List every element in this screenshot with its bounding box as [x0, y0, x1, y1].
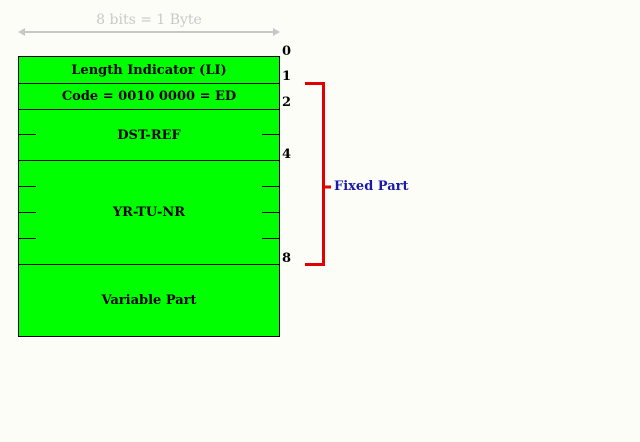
field-dst-ref: DST-REF	[117, 127, 181, 143]
byte-tick	[19, 134, 36, 135]
continuation-mark	[279, 292, 281, 306]
fixed-part-label: Fixed Part	[334, 179, 409, 194]
offset-label: 2	[282, 95, 292, 110]
byte-tick	[262, 186, 279, 187]
field-code: Code = 0010 0000 = ED	[61, 89, 237, 104]
byte-tick	[19, 238, 36, 239]
byte-tick	[19, 212, 36, 213]
separator	[19, 264, 279, 265]
field-variable-part: Variable Part	[101, 293, 197, 308]
byte-tick	[262, 212, 279, 213]
separator	[19, 109, 279, 110]
separator	[19, 83, 279, 84]
separator	[19, 160, 279, 161]
offset-label: 1	[282, 69, 292, 84]
packet-structure: Length Indicator (LI) Code = 0010 0000 =…	[18, 56, 280, 337]
byte-tick	[19, 186, 36, 187]
field-length-indicator: Length Indicator (LI)	[71, 62, 227, 78]
offset-label: 0	[282, 44, 292, 59]
byte-tick	[262, 134, 279, 135]
fixed-part-bracket	[305, 82, 331, 266]
field-yr-tu-nr: YR-TU-NR	[112, 205, 186, 220]
offset-label: 4	[282, 147, 292, 162]
width-arrow	[18, 28, 280, 36]
continuation-mark	[18, 292, 20, 306]
byte-tick	[262, 238, 279, 239]
offset-label: 8	[282, 251, 292, 266]
width-label: 8 bits = 1 Byte	[96, 12, 202, 28]
